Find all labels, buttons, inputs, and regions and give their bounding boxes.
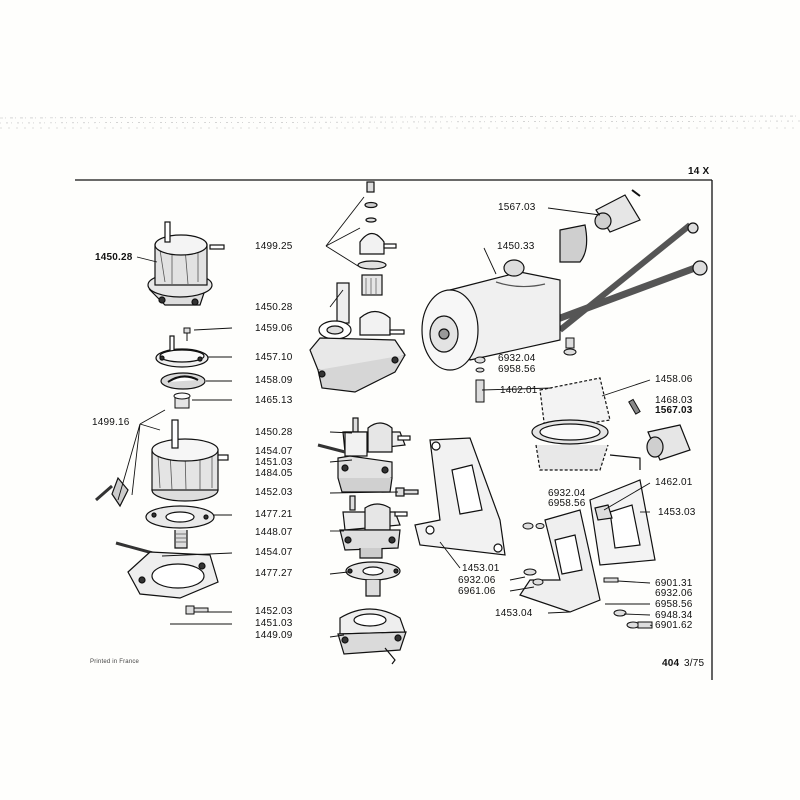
pump-body-1484-05	[95, 419, 229, 508]
callout-1451-03-b: 1451.03	[255, 618, 293, 629]
bracket-1453-03	[589, 479, 656, 566]
callout-1462-01-a: 1462.01	[500, 385, 538, 396]
callout-1477-21: 1477.21	[255, 509, 293, 520]
callout-1499-25: 1499.25	[255, 241, 293, 252]
mounting-flange-left	[127, 551, 219, 599]
callout-1499-16: 1499.16	[92, 417, 130, 428]
callout-6932-04-b: 6932.04	[548, 488, 586, 499]
bracket-1453-01	[414, 437, 506, 556]
callout-6901-62: 6901.62	[655, 620, 693, 631]
callout-1449-09: 1449.09	[255, 630, 293, 641]
bracket-1453-04	[519, 509, 601, 613]
callout-6958-56-b: 6958.56	[548, 498, 586, 509]
pump-cover-1457-10	[155, 335, 209, 368]
leader-1499-25	[325, 196, 365, 267]
washer-nut-stack-upper	[474, 337, 577, 403]
callout-1458-06: 1458.06	[655, 374, 693, 385]
callout-6901-31: 6901.31	[655, 578, 693, 589]
callout-1451-03-a: 1451.03	[255, 457, 293, 468]
callout-6961-06: 6961.06	[458, 586, 496, 597]
callout-1465-13: 1465.13	[255, 395, 293, 406]
callout-1453-03: 1453.03	[658, 507, 696, 518]
fuel-pump-1449-09	[337, 608, 407, 665]
callout-1450-33: 1450.33	[497, 241, 535, 252]
callout-1567-03-b: 1567.03	[655, 405, 693, 416]
gasket-1477-21	[145, 505, 215, 549]
callout-1458-09: 1458.09	[255, 375, 293, 386]
callout-6932-06-a: 6932.06	[458, 575, 496, 586]
callout-1453-04: 1453.04	[495, 608, 533, 619]
callout-1477-27: 1477.27	[255, 568, 293, 579]
fuel-pump-assembly-center	[317, 417, 419, 497]
imprint-text: Printed in France	[90, 659, 140, 665]
callout-1468-03: 1468.03	[655, 395, 693, 406]
callout-1567-03-a: 1567.03	[498, 202, 536, 213]
filter-housing-1458-06	[531, 377, 641, 471]
callout-1454-07-b: 1454.07	[255, 547, 293, 558]
page-frame	[75, 179, 713, 680]
callout-1457-10: 1457.10	[255, 352, 293, 363]
callout-6932-04-a: 6932.04	[498, 353, 536, 364]
callout-1450-28-a: 1450.28	[95, 252, 133, 263]
callout-1450-28-b: 1450.28	[255, 302, 293, 313]
fuel-pump-exploded-top	[309, 181, 406, 393]
scan-border-noise	[0, 115, 800, 129]
fuel-pump-1448-07	[339, 495, 408, 559]
rubber-mount-1567-03-top	[594, 189, 641, 233]
gasket-1477-27	[345, 561, 401, 597]
callout-1452-03-b: 1452.03	[255, 606, 293, 617]
callout-1450-28-c: 1450.28	[255, 427, 293, 438]
rubber-mount-1567-03-right	[646, 424, 691, 461]
screw-1452-03-lower	[185, 605, 209, 615]
callout-1484-05: 1484.05	[255, 468, 293, 479]
callout-1452-03-a: 1452.03	[255, 487, 293, 498]
washer-nut-stack-right	[522, 522, 653, 629]
callout-6958-56-a: 6958.56	[498, 364, 536, 375]
callout-1453-01: 1453.01	[462, 563, 500, 574]
diaphragm-1458-09	[160, 372, 206, 390]
callout-1454-07-a: 1454.07	[255, 446, 293, 457]
callout-6932-06-b: 6932.06	[655, 588, 693, 599]
valve-1465-13	[173, 392, 191, 409]
screw-1459-06	[183, 327, 191, 341]
footer-ref: 3/75	[684, 658, 705, 669]
cylinder-assembly-1450-33	[421, 222, 708, 371]
callout-1448-07: 1448.07	[255, 527, 293, 538]
callout-6948-34: 6948.34	[655, 610, 693, 621]
bolt-1468-03	[628, 398, 641, 415]
sheet-page-label: 14 X	[688, 166, 710, 177]
fuel-pump-assembly-top-left	[147, 221, 225, 306]
callout-1459-06: 1459.06	[255, 323, 293, 334]
leader-lines	[117, 207, 653, 638]
footer-number: 404	[662, 658, 680, 669]
callout-1462-01-b: 1462.01	[655, 477, 693, 488]
callout-6958-56-c: 6958.56	[655, 599, 693, 610]
